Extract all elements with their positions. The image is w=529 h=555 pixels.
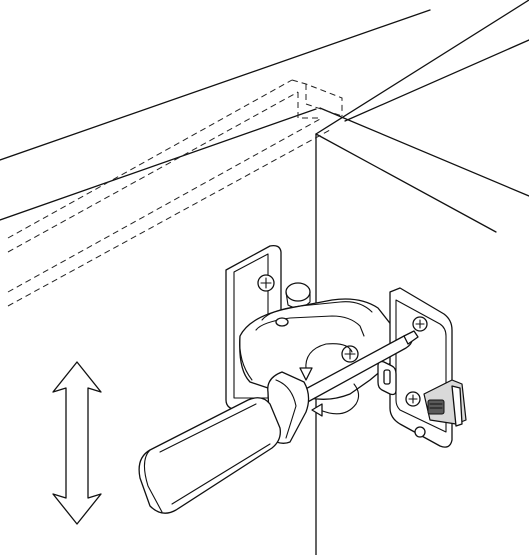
hidden-rail-lines — [7, 79, 343, 307]
rotate-bottom-arrow-icon — [319, 403, 357, 415]
rotate-top-arrow-icon — [305, 343, 353, 371]
adjustment-double-arrow-icon — [52, 361, 102, 525]
screwdriver — [138, 330, 419, 514]
mounting-plate — [377, 287, 467, 448]
rotation-arrows — [299, 343, 360, 417]
